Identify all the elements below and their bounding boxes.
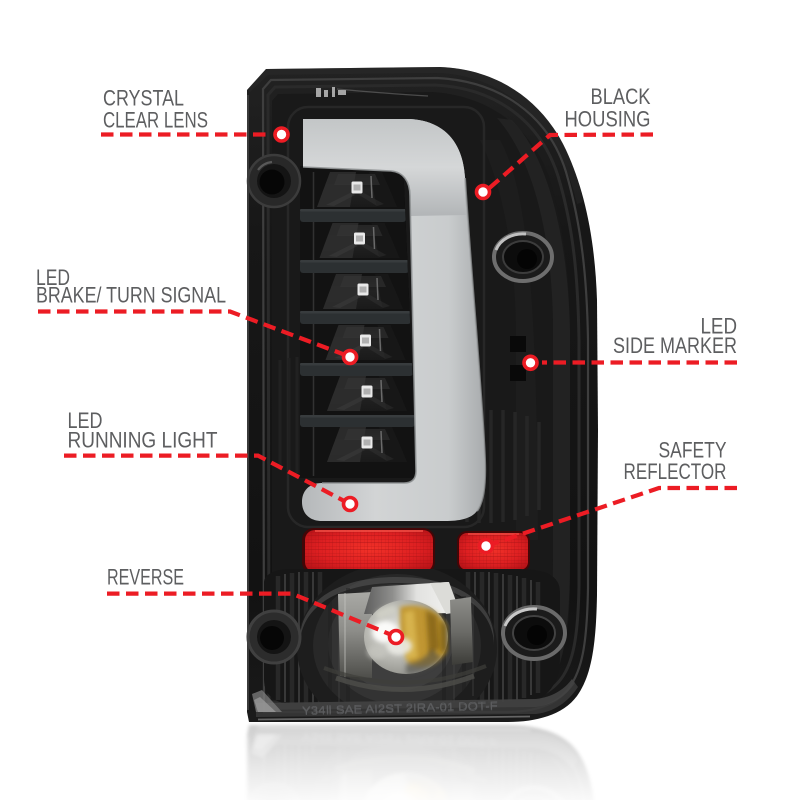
- svg-text:CRYSTAL: CRYSTAL: [103, 86, 184, 111]
- svg-text:SAFETY: SAFETY: [659, 438, 727, 463]
- svg-text:SIDE MARKER: SIDE MARKER: [613, 333, 737, 358]
- svg-text:RUNNING LIGHT: RUNNING LIGHT: [68, 428, 218, 453]
- svg-text:Y34Ⅱ SAE AI2ST 2IRA-01 DOT-F: Y34Ⅱ SAE AI2ST 2IRA-01 DOT-F: [302, 701, 499, 718]
- svg-text:REFLECTOR: REFLECTOR: [624, 459, 727, 484]
- svg-text:BLACK: BLACK: [591, 84, 651, 109]
- svg-text:Y34Ⅱ SAE AI2ST 2IRA-01 DOT-F: Y34Ⅱ SAE AI2ST 2IRA-01 DOT-F: [302, 700, 499, 717]
- svg-text:HOUSING: HOUSING: [565, 107, 651, 132]
- svg-text:REVERSE: REVERSE: [107, 565, 184, 590]
- svg-text:LED: LED: [701, 314, 738, 339]
- svg-text:BRAKE/ TURN SIGNAL: BRAKE/ TURN SIGNAL: [36, 283, 226, 308]
- svg-text:LED: LED: [68, 408, 103, 433]
- svg-text:CLEAR LENS: CLEAR LENS: [103, 108, 208, 133]
- svg-text:LED: LED: [36, 265, 70, 290]
